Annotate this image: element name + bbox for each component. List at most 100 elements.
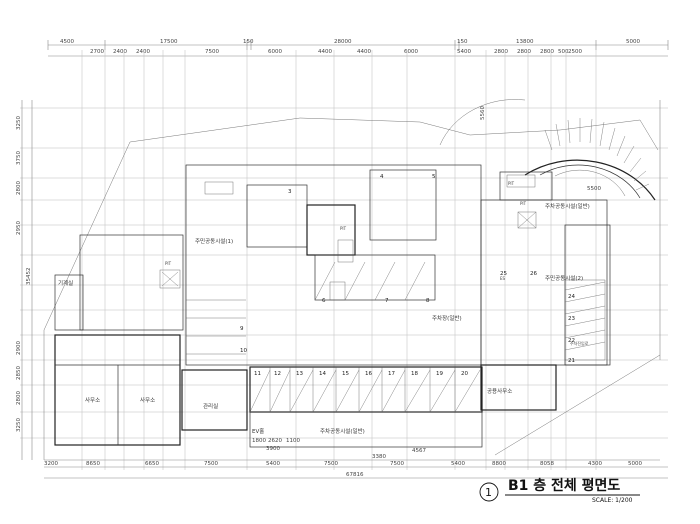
stall-20: 20 — [461, 371, 468, 377]
room-ramp: 주차진입로 — [570, 340, 589, 346]
bottom-dim-total: 67816 — [346, 472, 364, 478]
bottom-dim-3: 6650 — [145, 461, 159, 467]
core-7: 7 — [385, 298, 389, 304]
bottom-dim-12: 5000 — [628, 461, 642, 467]
top-dim2-14: 2500 — [568, 49, 582, 55]
bottom-dim2-4: 3900 — [266, 446, 280, 452]
sheet-number-circle — [479, 482, 499, 502]
room-office-1: 사무소 — [85, 396, 100, 404]
stall-9: 9 — [240, 326, 244, 332]
top-dim-6: 13800 — [516, 39, 534, 45]
room-general-office: 공용사무소 — [487, 387, 512, 395]
building-outline — [43, 117, 661, 461]
core-4: 4 — [380, 174, 384, 180]
right-dimension-lines: 5560 5500 — [480, 100, 661, 360]
stall-21: 21 — [568, 358, 575, 364]
parking-stall-lines — [186, 261, 481, 413]
core-6: 6 — [322, 298, 326, 304]
room-office-2: 사무소 — [140, 396, 155, 404]
left-dim-5: 35452 — [26, 268, 32, 286]
drawing-scale: SCALE: 1/200 — [592, 497, 633, 504]
spiral-ramp — [439, 99, 656, 201]
bottom-dim2-2: 2620 — [268, 438, 282, 444]
room-shared-1: 주민공동시설(1) — [195, 237, 233, 245]
room-bike: 주차공동시설(일반) — [320, 427, 365, 435]
stall-17: 17 — [388, 371, 395, 377]
top-dim2-2: 2400 — [113, 49, 127, 55]
bottom-dim-11: 4300 — [588, 461, 602, 467]
bottom-dim-7: 7500 — [390, 461, 404, 467]
stall-13: 13 — [296, 371, 303, 377]
stall-12: 12 — [274, 371, 281, 377]
stall-numbers: 9 10 11 12 13 14 15 16 17 18 19 20 21 22… — [240, 174, 575, 377]
bottom-dim-2: 8650 — [86, 461, 100, 467]
bottom-dim2-6: 4567 — [412, 448, 426, 454]
top-dim2-11: 2800 — [517, 49, 531, 55]
pit-label-3: PIT — [508, 181, 515, 186]
top-dim2-12: 2800 — [540, 49, 554, 55]
left-dim-7: 2850 — [16, 366, 22, 380]
main-walls — [54, 164, 611, 448]
bottom-dim-10: 8058 — [540, 461, 554, 467]
top-dimension-lines: 4500 17500 150 28000 150 13800 5000 2700… — [47, 39, 669, 57]
top-dim2-9: 5400 — [457, 49, 471, 55]
room-bike-2: 주차공동시설(일반) — [545, 202, 590, 210]
left-dimension-lines: 3250 3750 2800 2950 35452 2900 2850 2800… — [16, 100, 33, 460]
bottom-dim-8: 5400 — [451, 461, 465, 467]
room-admin: 관리실 — [203, 402, 218, 410]
room-labels: 기계실 사무소 사무소 관리실 주차장(일반) 공용사무소 EV홀 주차공동시설… — [58, 181, 590, 435]
pit-label-4: PIT — [520, 201, 527, 206]
stall-25: 25 — [500, 271, 507, 277]
top-dim-5: 150 — [457, 39, 468, 45]
bottom-dim-1: 3200 — [44, 461, 58, 467]
core-8: 8 — [426, 298, 430, 304]
stall-23: 23 — [568, 316, 575, 322]
bottom-dim-4: 7500 — [204, 461, 218, 467]
bottom-dim2-5: 3380 — [372, 454, 386, 460]
stall-24: 24 — [568, 294, 575, 300]
ramp-hatching — [564, 281, 606, 351]
room-ev-hall: EV홀 — [252, 427, 264, 435]
drawing-title: B1 층 전체 평면도 — [508, 477, 620, 494]
right-dim-1: 5560 — [480, 106, 486, 120]
top-dim-4: 28000 — [334, 39, 352, 45]
es-label: ES — [500, 276, 506, 281]
bottom-dimension-lines: 3200 8650 6650 7500 5400 7500 7500 5400 … — [44, 438, 668, 479]
top-dim2-6: 4400 — [318, 49, 332, 55]
title-block: 1 B1 층 전체 평면도 SCALE: 1/200 — [479, 477, 640, 504]
bottom-dim-6: 7500 — [324, 461, 338, 467]
pit-label-1: PIT — [165, 261, 172, 266]
top-dim2-1: 2700 — [90, 49, 104, 55]
stall-18: 18 — [411, 371, 418, 377]
bottom-dim-5: 5400 — [266, 461, 280, 467]
left-dim-9: 3250 — [16, 418, 22, 432]
left-dim-2: 3750 — [16, 151, 22, 165]
room-machine: 기계실 — [58, 279, 73, 287]
bottom-dim-9: 8800 — [492, 461, 506, 467]
bottom-dim2-1: 1800 — [252, 438, 266, 444]
top-dim-3: 150 — [243, 39, 254, 45]
stall-15: 15 — [342, 371, 349, 377]
stall-10: 10 — [240, 348, 247, 354]
left-dim-3: 2800 — [16, 181, 22, 195]
sheet-number: 1 — [485, 486, 492, 499]
core-stairs — [159, 174, 537, 301]
structural-grid — [20, 50, 668, 470]
top-dim2-10: 2800 — [494, 49, 508, 55]
pit-label-2: PIT — [340, 226, 347, 231]
top-dim2-7: 4400 — [357, 49, 371, 55]
top-dim2-13: 500 — [558, 49, 569, 55]
stall-14: 14 — [319, 371, 326, 377]
room-parking: 주차장(일반) — [432, 314, 462, 322]
top-dim-7: 5000 — [626, 39, 640, 45]
top-dim2-8: 6000 — [404, 49, 418, 55]
room-shared-2: 주민공동시설(2) — [545, 274, 583, 282]
left-dim-4: 2950 — [16, 221, 22, 235]
stall-16: 16 — [365, 371, 372, 377]
top-dim2-3: 2400 — [136, 49, 150, 55]
right-dim-2: 5500 — [587, 186, 601, 192]
top-dim2-4: 7500 — [205, 49, 219, 55]
stall-19: 19 — [436, 371, 443, 377]
left-dim-6: 2900 — [16, 341, 22, 355]
